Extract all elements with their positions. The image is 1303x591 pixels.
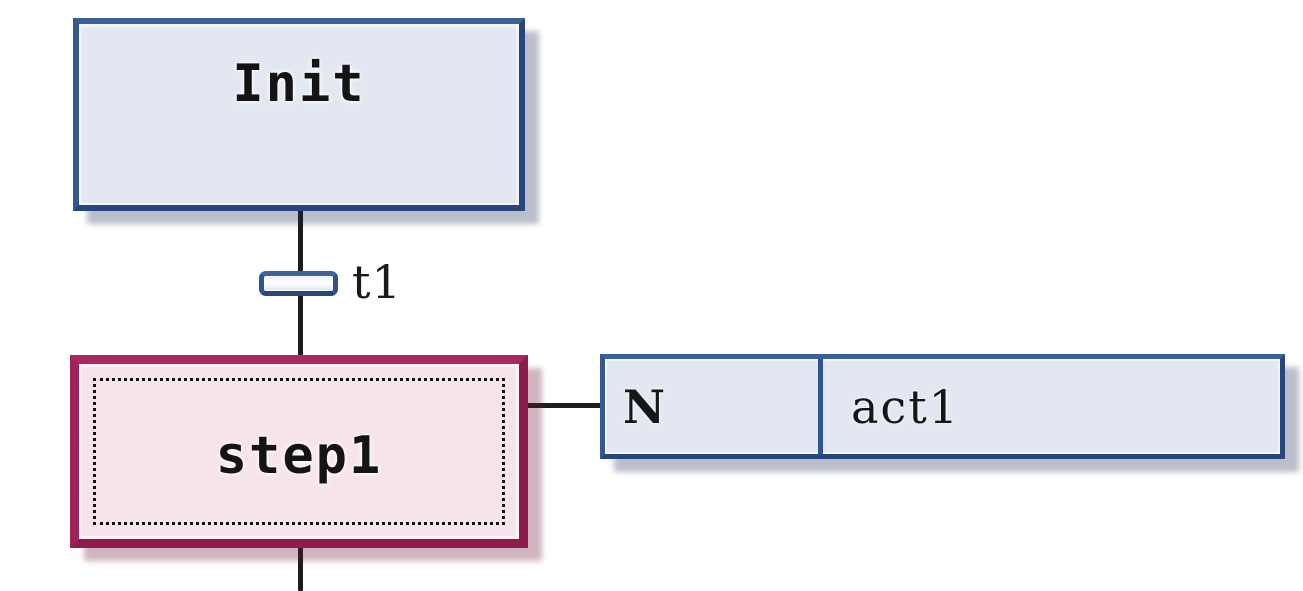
init-step-face[interactable]: Init: [73, 18, 525, 211]
step1-label: step1: [215, 426, 383, 486]
sfc-action-block[interactable]: N act1: [600, 354, 1299, 472]
link-init-to-transition: [298, 208, 303, 276]
action-qualifier-text: N: [623, 379, 666, 434]
init-step-label: Init: [232, 54, 366, 114]
sfc-transition-t1[interactable]: [259, 271, 338, 296]
sfc-transition-label-t1: t1: [352, 255, 402, 309]
link-step1-to-action-block: [524, 403, 602, 408]
action-qualifier-cell[interactable]: N: [605, 359, 823, 454]
action-name-text: act1: [851, 379, 960, 434]
action-name-cell[interactable]: act1: [823, 359, 1280, 454]
action-block-face[interactable]: N act1: [600, 354, 1285, 459]
step1-selection-outline: [93, 378, 505, 525]
link-step1-downward: [298, 545, 303, 591]
sfc-initial-step-init[interactable]: Init: [73, 18, 539, 224]
sfc-step-step1[interactable]: step1: [70, 355, 542, 561]
link-transition-to-step1: [298, 292, 303, 358]
step1-face[interactable]: step1: [70, 355, 528, 548]
